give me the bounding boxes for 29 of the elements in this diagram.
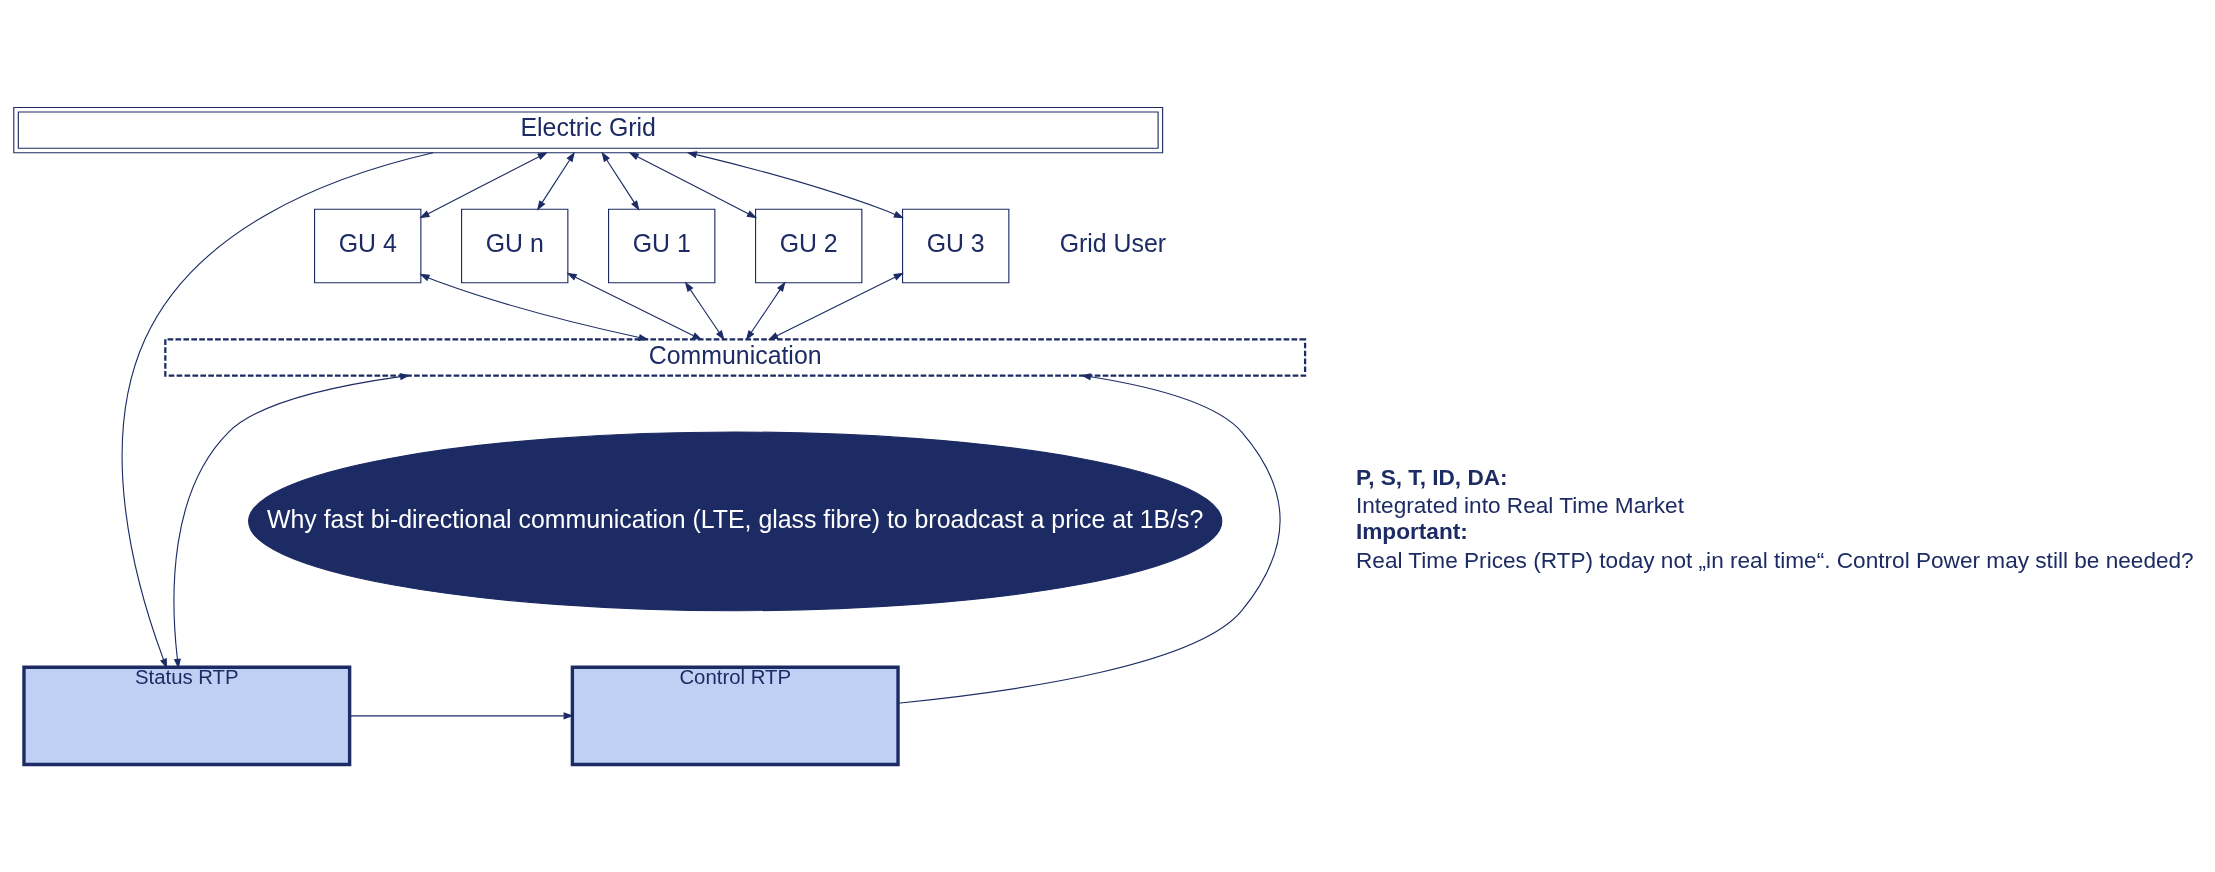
arrow [628, 152, 758, 219]
arrow [173, 373, 411, 669]
arrow [121, 152, 434, 669]
label: Integrated into Real Time Market [1355, 493, 1684, 519]
arrow [566, 272, 703, 341]
arrow [684, 281, 725, 341]
arrow [897, 373, 1281, 704]
node-box: GU n [461, 208, 569, 284]
arrow [349, 712, 574, 720]
node-box: Electric Grid [13, 106, 1164, 154]
label: Important: [1355, 519, 1468, 545]
node-box: GU 2 [755, 208, 863, 284]
arrow [601, 151, 640, 211]
arrow [419, 152, 548, 219]
arrow [419, 273, 649, 341]
node-box: GU 3 [902, 208, 1010, 284]
label: P, S, T, ID, DA: [1355, 465, 1508, 491]
node-box: GU 4 [314, 208, 422, 284]
arrow [536, 151, 575, 211]
node-box: GU 1 [608, 208, 716, 284]
node-ellipse: Why fast bi-directional communication (LTE, glass fibre) to broadcast a price at 1B/s? [248, 431, 1223, 612]
node-box: Status RTP [22, 665, 352, 767]
node-box: Control RTP [570, 665, 900, 767]
arrow [686, 151, 904, 219]
node-box: Communication [164, 338, 1307, 377]
arrow [745, 281, 786, 341]
arrow [768, 272, 904, 341]
label: Real Time Prices (RTP) today not „in real time“. Control Power may still be needed? [1355, 547, 2194, 573]
label: Grid User [1059, 229, 1167, 258]
